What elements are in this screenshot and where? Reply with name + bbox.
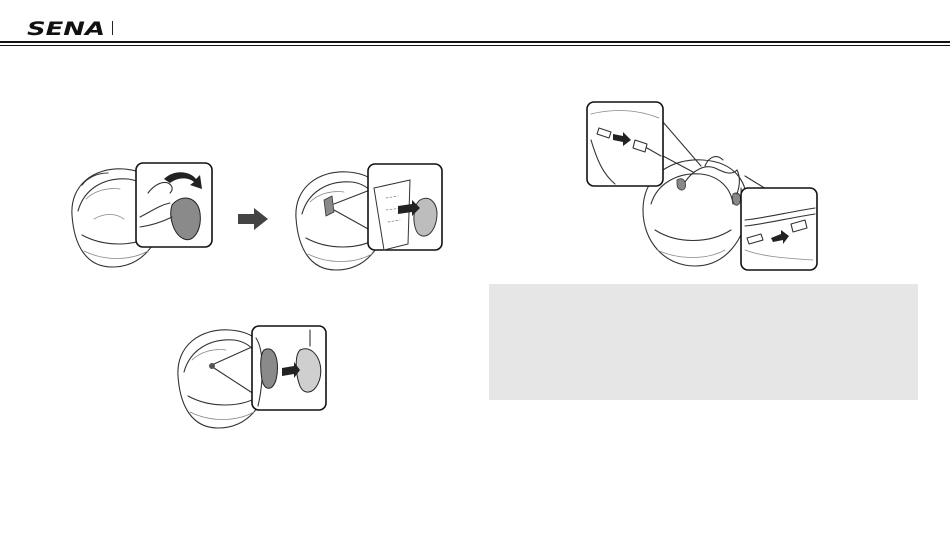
sena-logo: SENA	[27, 18, 107, 38]
header-rule-thin	[0, 45, 950, 46]
helmet-peel-adhesive-illustration	[64, 155, 214, 275]
header-rule-thick	[0, 41, 950, 43]
logo-divider	[112, 21, 113, 35]
helmet-connect-speaker-cables-illustration	[585, 100, 825, 275]
helmet-attach-velcro-pad-illustration	[290, 160, 450, 280]
right-arrow-icon	[236, 208, 270, 230]
page-header: SENA	[0, 0, 950, 50]
note-box	[489, 284, 918, 400]
helmet-attach-speaker-illustration	[172, 320, 332, 435]
svg-text:SENA: SENA	[27, 18, 105, 38]
